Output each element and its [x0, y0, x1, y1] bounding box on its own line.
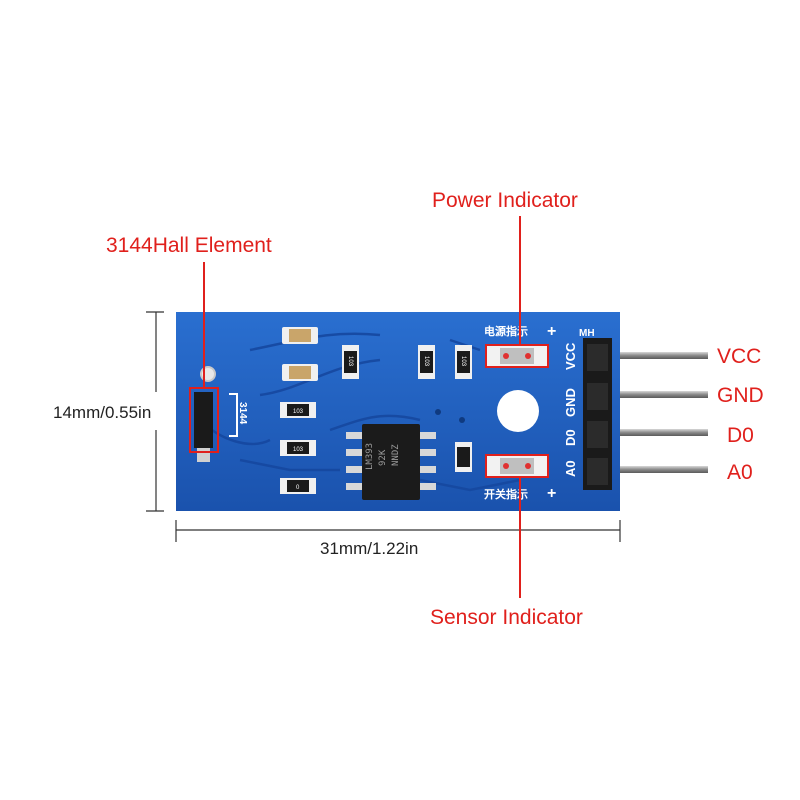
mounting-hole	[497, 390, 539, 432]
hall-element-callout: 3144Hall Element	[106, 234, 272, 257]
height-dimension	[146, 311, 164, 512]
pin-gnd	[612, 391, 708, 398]
pin-label-a0: A0	[727, 461, 753, 484]
sensor-indicator-callout: Sensor Indicator	[430, 606, 583, 629]
hall-part-silk: 3144	[237, 402, 248, 425]
plus-bottom-silk: +	[547, 485, 556, 502]
resistor-code-4: 103	[423, 356, 429, 367]
chip-line-3: NNDZ	[391, 444, 401, 466]
lm393-chip: LM393 92K NNDZ	[346, 424, 436, 500]
resistor-code-6: 0	[296, 485, 300, 491]
pin-label-gnd: GND	[717, 384, 764, 407]
power-led-silk: 电源指示	[484, 324, 528, 338]
silk-gnd: GND	[563, 388, 578, 417]
pin-a0	[612, 466, 708, 473]
switch-led-silk: 开关指示	[484, 487, 528, 501]
silk-a0: A0	[563, 460, 578, 477]
power-indicator-callout: Power Indicator	[432, 189, 578, 212]
resistors: 103 103 0 103 103 103	[280, 345, 472, 494]
power-led	[486, 345, 548, 367]
width-dimension	[175, 520, 621, 542]
pin-d0	[612, 429, 708, 436]
plus-top-silk: +	[547, 323, 556, 340]
width-dimension-label: 31mm/1.22in	[320, 539, 419, 558]
pin-vcc	[612, 352, 708, 359]
header-mark-silk: MH	[579, 328, 595, 339]
chip-line-2: 92K	[378, 449, 388, 466]
chip-line-1: LM393	[365, 443, 375, 470]
sensor-led	[486, 455, 548, 477]
silk-vcc: VCC	[563, 342, 578, 370]
pin-header	[583, 338, 612, 490]
header-pins	[612, 352, 708, 473]
resistor-code-2: 103	[293, 447, 304, 453]
silk-d0: D0	[563, 429, 578, 446]
callout-markers	[189, 216, 549, 598]
resistor-code-5: 103	[460, 356, 466, 367]
resistor-code-1: 103	[293, 409, 304, 415]
height-dimension-label: 14mm/0.55in	[53, 403, 152, 422]
pin-label-vcc: VCC	[717, 345, 762, 368]
capacitors	[282, 327, 318, 381]
pin-label-d0: D0	[727, 424, 754, 447]
resistor-code-3: 103	[347, 356, 353, 367]
